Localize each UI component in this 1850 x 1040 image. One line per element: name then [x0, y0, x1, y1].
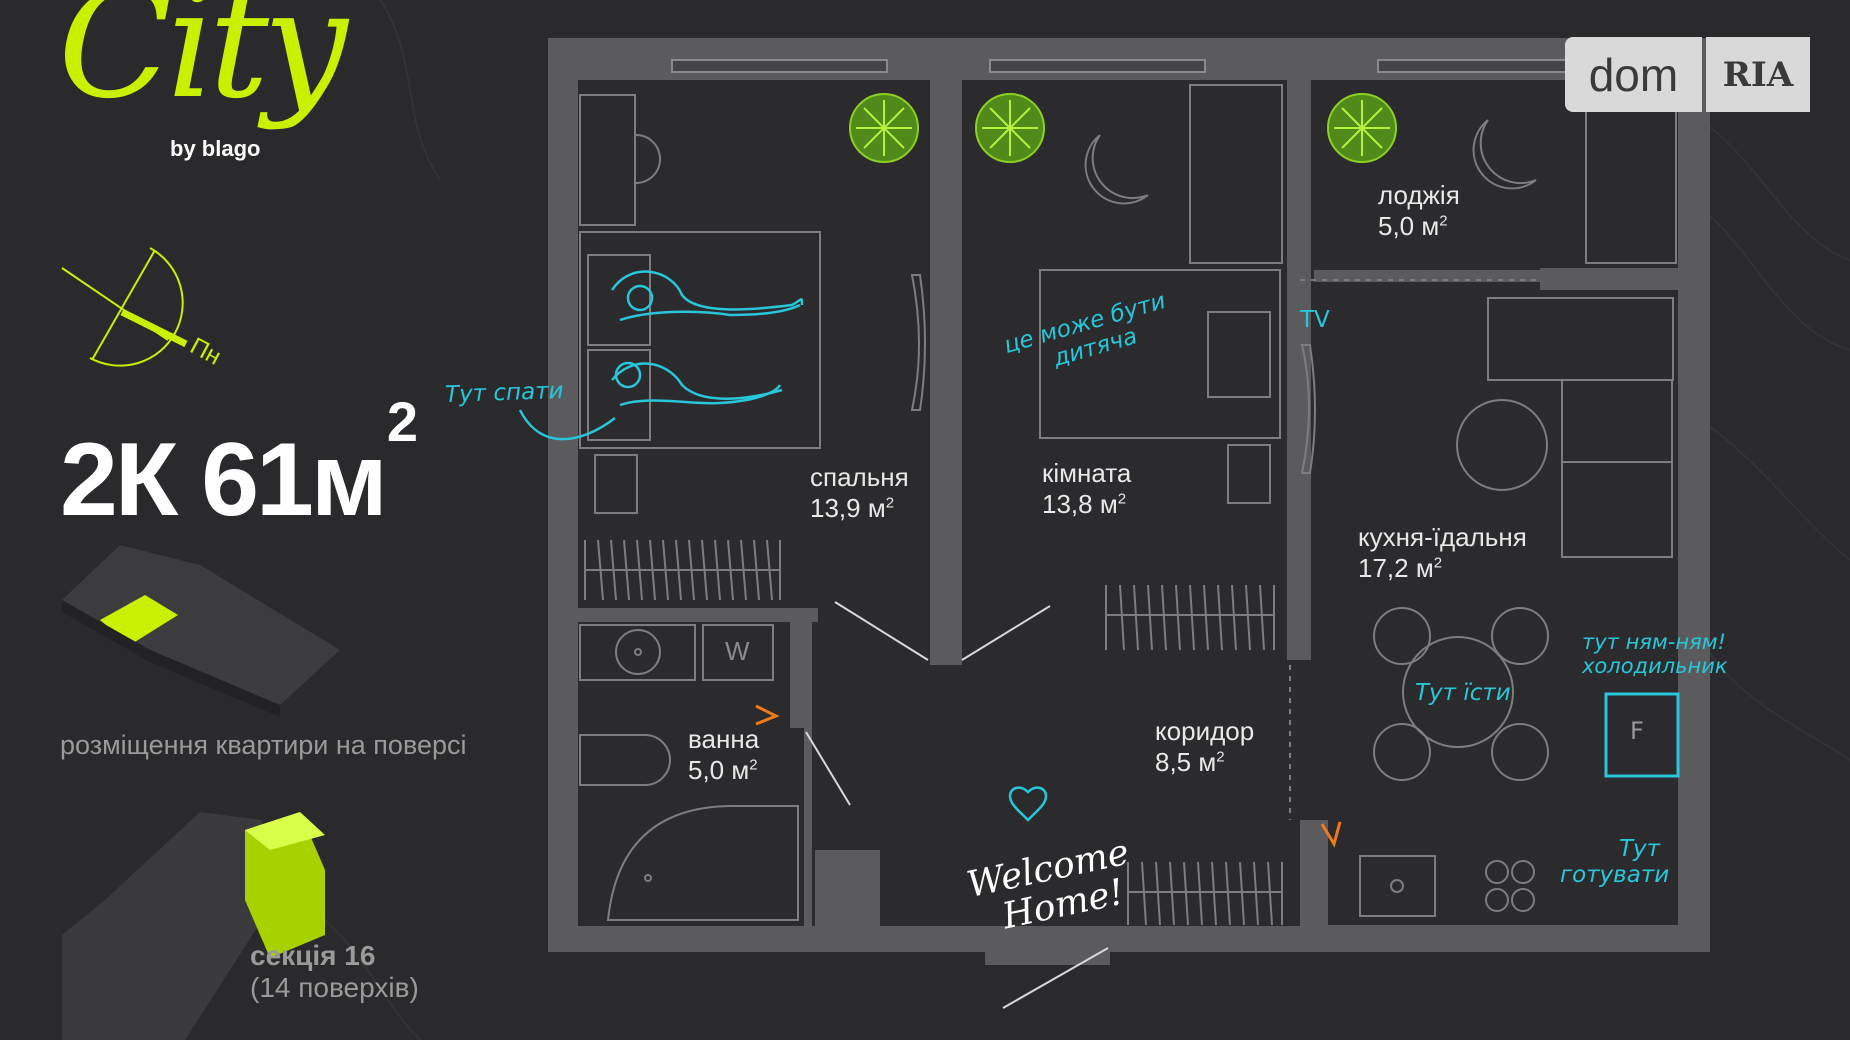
room-label-bath: ванна 5,0 м2 [688, 724, 759, 786]
internal-walls [578, 80, 1678, 940]
fridge-outline [1604, 692, 1680, 778]
floor-position-label: розміщення квартири на поверсі [60, 730, 467, 760]
note-fridge: тут ням-ням! холодильник [1582, 630, 1728, 679]
room-area: 8,5 м2 [1155, 747, 1225, 778]
room-label-kitchen: кухня-їдальня 17,2 м2 [1358, 522, 1527, 584]
section-name: секція 16 [250, 940, 376, 971]
note-cook: Тут готувати [1560, 836, 1670, 889]
room-area: 5,0 м2 [1378, 211, 1448, 242]
entry-marker-kitchen [1320, 821, 1342, 848]
apartment-title: 2К 61м2 [60, 394, 418, 532]
apartment-area-unit-sup: 2 [386, 390, 418, 454]
dom-logo-text: dom [1565, 37, 1702, 112]
sleep-note-arrow [518, 409, 616, 441]
room-label-bedroom: спальня 13,9 м2 [810, 462, 909, 524]
washer-label: W [725, 636, 750, 666]
plants [849, 93, 1397, 163]
dashed-boundaries [1289, 279, 1540, 820]
by-blago-label: by blago [170, 136, 261, 161]
entry-marker-bath [755, 704, 780, 726]
room-area: 5,0 м2 [688, 755, 758, 786]
room-name: лоджія [1378, 180, 1460, 210]
room-name: кухня-їдальня [1358, 522, 1527, 552]
fridge-label: F [1630, 717, 1644, 745]
ria-logo-text: RIA [1705, 37, 1810, 112]
room-name: кімната [1042, 458, 1132, 488]
furniture [579, 84, 1677, 926]
note-tv: TV [1300, 307, 1330, 333]
room-label-loggia: лоджія 5,0 м2 [1378, 180, 1460, 242]
heart-icon [1008, 786, 1048, 822]
sleeping-people-sketch [610, 270, 804, 407]
room-floor [962, 80, 1314, 650]
bath-floor [578, 618, 804, 926]
room-area: 17,2 м2 [1358, 553, 1443, 584]
door-swings [805, 601, 1109, 1009]
note-sleep: Тут спати [444, 377, 564, 409]
apartment-rooms-area: 2К 61м [60, 422, 388, 538]
room-name: спальня [810, 462, 909, 492]
room-label-room: кімната 13,8 м2 [1042, 458, 1131, 520]
room-area: 13,8 м2 [1042, 489, 1127, 520]
floor-position-diagram [62, 545, 340, 717]
note-eat: Тут їсти [1415, 680, 1511, 706]
section-floors: (14 поверхів) [250, 972, 419, 1004]
section-building-diagram [62, 812, 325, 1040]
compass-icon [61, 247, 188, 367]
room-area: 13,9 м2 [810, 493, 895, 524]
room-label-corridor: коридор 8,5 м2 [1155, 716, 1254, 778]
room-name: ванна [688, 724, 760, 754]
windows [671, 59, 1584, 73]
city-logo: City [58, 0, 348, 132]
section-label: секція 16 (14 поверхів) [250, 940, 419, 1004]
dom-ria-badge[interactable]: dom RIA [1565, 37, 1810, 112]
room-name: коридор [1155, 716, 1255, 746]
